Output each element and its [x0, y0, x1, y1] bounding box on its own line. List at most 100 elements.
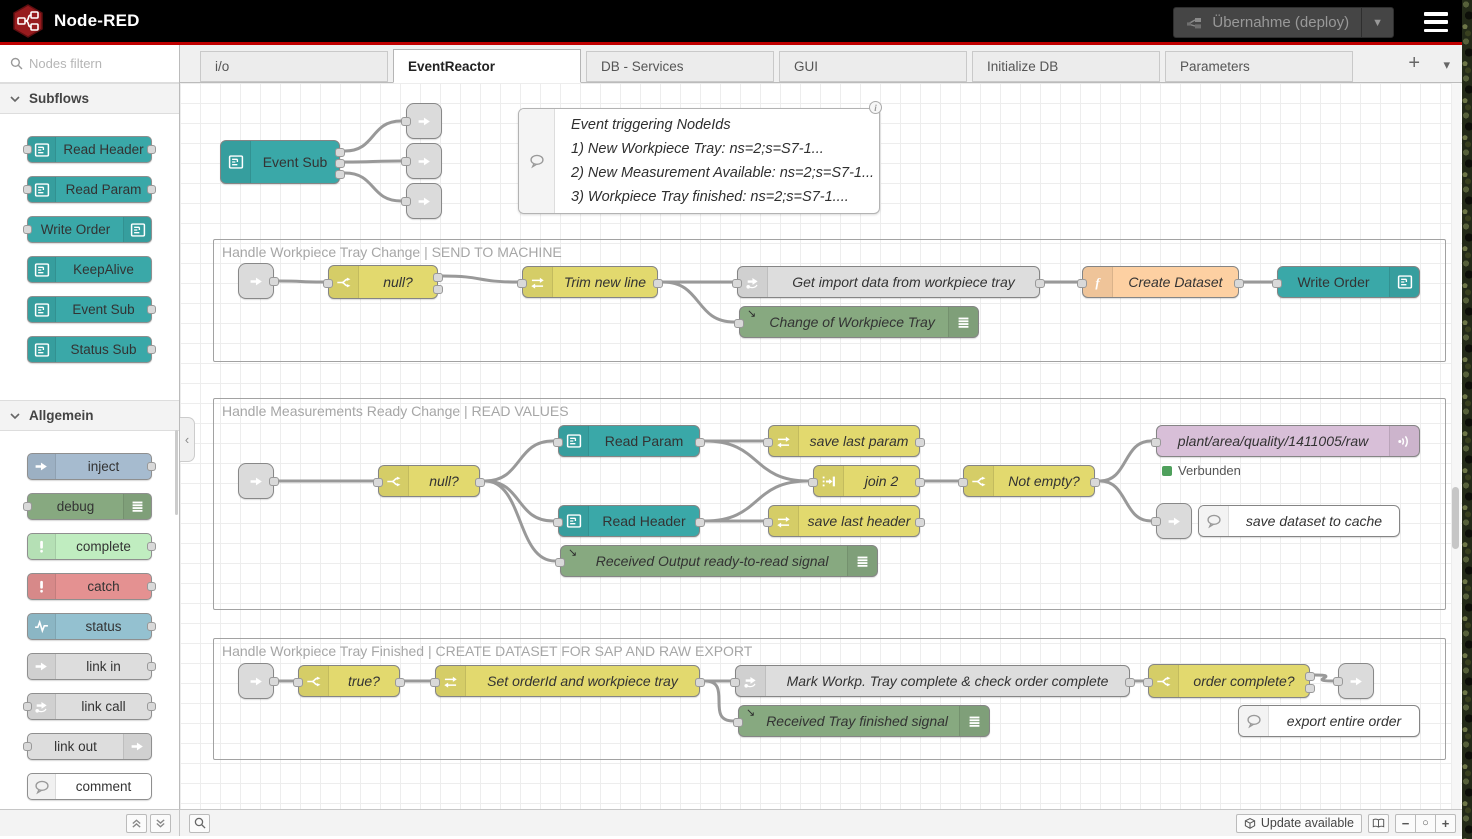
flow-node-change-save-last-param[interactable]: save last param: [763, 425, 925, 457]
palette-node-status[interactable]: status: [27, 613, 156, 640]
palette-node-link-call[interactable]: link call: [23, 693, 156, 720]
collapse-all-button[interactable]: [126, 813, 147, 833]
node-port[interactable]: [733, 717, 743, 727]
zoom-reset-button[interactable]: ○: [1415, 813, 1436, 833]
node-port[interactable]: [1151, 517, 1161, 526]
node-port[interactable]: [147, 145, 156, 154]
wire[interactable]: [343, 119, 403, 153]
flow-node-comment-save-dataset-to-cache[interactable]: save dataset to cache: [1198, 505, 1400, 537]
node-port[interactable]: [23, 502, 32, 511]
flow-node-debug-received-tray-finished[interactable]: Received Tray finished signal↘: [733, 705, 990, 737]
flow-node-switch-null-2[interactable]: null?: [373, 465, 485, 497]
node-port[interactable]: [23, 185, 32, 194]
palette-node-status-sub[interactable]: Status Sub: [27, 336, 156, 363]
flow-node-link-out-4[interactable]: [1151, 503, 1192, 539]
palette-collapse-handle[interactable]: ‹: [180, 417, 195, 462]
node-port[interactable]: [269, 477, 279, 486]
node-port[interactable]: [1234, 278, 1244, 288]
node-port[interactable]: [695, 437, 705, 447]
node-port[interactable]: [1333, 677, 1343, 686]
node-port[interactable]: [147, 345, 156, 354]
node-port[interactable]: [1305, 683, 1315, 693]
node-port[interactable]: [401, 117, 411, 126]
node-port[interactable]: [695, 517, 705, 527]
flow-node-link-in-2[interactable]: [238, 463, 279, 499]
flow-group-3[interactable]: Handle Workpiece Tray Finished | CREATE …: [213, 638, 1446, 760]
node-port[interactable]: [269, 677, 279, 686]
node-port[interactable]: [730, 677, 740, 687]
node-port[interactable]: [23, 145, 32, 154]
flow-node-switch-null-1[interactable]: null?: [323, 265, 443, 299]
node-port[interactable]: [653, 278, 663, 288]
node-port[interactable]: [763, 437, 773, 447]
palette-node-complete[interactable]: complete: [27, 533, 156, 560]
node-port[interactable]: [373, 477, 383, 487]
flow-list-caret-icon[interactable]: ▾: [1443, 57, 1450, 72]
node-port[interactable]: [695, 677, 705, 687]
node-port[interactable]: [1090, 477, 1100, 487]
node-port[interactable]: [147, 702, 156, 711]
palette-node-event-sub[interactable]: Event Sub: [27, 296, 156, 323]
tab-i-o[interactable]: i/o: [200, 51, 388, 82]
node-port[interactable]: [732, 278, 742, 288]
flow-node-switch-true[interactable]: true?: [293, 665, 405, 697]
tab-gui[interactable]: GUI: [779, 51, 967, 82]
node-port[interactable]: [23, 742, 32, 751]
flow-node-link-out-5[interactable]: [1333, 663, 1374, 699]
node-port[interactable]: [915, 517, 925, 527]
node-port[interactable]: [1272, 278, 1282, 288]
flow-node-change-save-last-header[interactable]: save last header: [763, 505, 925, 537]
palette-node-read-param[interactable]: Read Param: [23, 176, 156, 203]
zoom-in-button[interactable]: +: [1435, 813, 1456, 833]
palette-node-comment[interactable]: comment: [27, 773, 152, 800]
node-port[interactable]: [553, 517, 563, 527]
palette-section-subflows[interactable]: Subflows: [0, 83, 179, 114]
tab-db-services[interactable]: DB - Services: [586, 51, 774, 82]
node-port[interactable]: [147, 305, 156, 314]
main-menu-button[interactable]: [1424, 12, 1448, 32]
node-port[interactable]: [763, 517, 773, 527]
flow-node-debug-received-output[interactable]: Received Output ready-to-read signal↘: [555, 545, 878, 577]
node-port[interactable]: [23, 225, 32, 234]
node-port[interactable]: [335, 147, 345, 157]
node-port[interactable]: [395, 677, 405, 687]
flow-node-change-trim-new-line[interactable]: Trim new line: [517, 266, 663, 298]
node-port[interactable]: [1035, 278, 1045, 288]
node-port[interactable]: [147, 662, 156, 671]
node-port[interactable]: [23, 702, 32, 711]
palette-search-input[interactable]: [29, 56, 159, 71]
flow-node-comment-export-entire-order[interactable]: export entire order: [1238, 705, 1420, 737]
update-available-button[interactable]: Update available: [1235, 813, 1362, 833]
node-port[interactable]: [475, 477, 485, 487]
wire[interactable]: [343, 159, 403, 164]
node-port[interactable]: [555, 557, 565, 567]
node-port[interactable]: [430, 677, 440, 687]
palette-section-allgemein[interactable]: Allgemein: [0, 400, 179, 431]
flow-node-linkcall-mark-workp-tray-complete[interactable]: Mark Workp. Tray complete & check order …: [730, 665, 1135, 697]
palette-node-read-header[interactable]: Read Header: [23, 136, 156, 163]
flow-node-debug-change-of-workpiece-tray[interactable]: Change of Workpiece Tray↘: [734, 306, 979, 338]
flow-node-subflow-read-header[interactable]: Read Header: [553, 505, 705, 537]
node-port[interactable]: [147, 622, 156, 631]
node-port[interactable]: [147, 542, 156, 551]
node-port[interactable]: [517, 278, 527, 288]
palette-scrollbar[interactable]: [175, 430, 178, 515]
palette-search[interactable]: [0, 45, 179, 83]
node-port[interactable]: [147, 462, 156, 471]
deploy-button[interactable]: Übernahme (deploy) ▼: [1173, 7, 1394, 38]
flow-node-linkcall-get-import-data[interactable]: Get import data from workpiece tray: [732, 266, 1045, 298]
node-port[interactable]: [1305, 671, 1315, 681]
node-port[interactable]: [1151, 437, 1161, 447]
node-port[interactable]: [269, 277, 279, 286]
flow-node-link-out-1[interactable]: [401, 103, 442, 139]
navigator-button[interactable]: [1368, 813, 1389, 833]
node-port[interactable]: [335, 169, 345, 179]
canvas-search-button[interactable]: [189, 813, 210, 833]
flow-node-link-in-1[interactable]: [238, 263, 279, 299]
wire[interactable]: [343, 171, 403, 203]
expand-all-button[interactable]: [150, 813, 171, 833]
add-flow-button[interactable]: +: [1408, 52, 1420, 74]
palette-node-link-out[interactable]: link out: [23, 733, 152, 760]
